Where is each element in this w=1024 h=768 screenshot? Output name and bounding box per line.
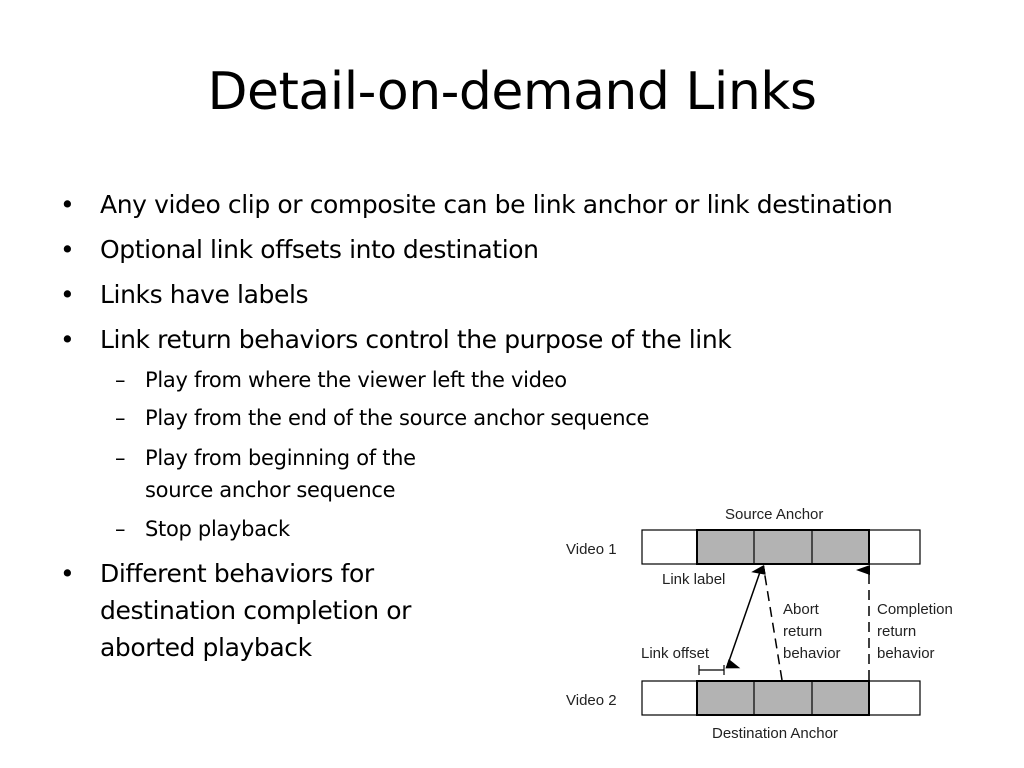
source-anchor-segment	[696, 529, 870, 565]
link-offset-label: Link offset	[641, 645, 710, 662]
slide-title: Detail-on-demand Links	[207, 62, 817, 122]
sub-bullet-text: Play from where the viewer left the vide…	[145, 368, 567, 392]
bullet-text: Link return behaviors control the purpos…	[100, 325, 732, 354]
sub-bullet-text: Stop playback	[145, 517, 290, 541]
sub-bullet-dash: –	[115, 368, 126, 392]
bullet-text: Different behaviors for	[100, 559, 374, 588]
bullet-text: Links have labels	[100, 280, 309, 309]
abort-label-3: behavior	[783, 645, 841, 662]
link-label-text: Link label	[662, 571, 725, 588]
destination-anchor-segment	[696, 680, 870, 716]
bullet-dot: •	[60, 280, 75, 309]
sub-bullet-text: Play from the end of the source anchor s…	[145, 406, 650, 430]
link-arrow	[725, 571, 761, 669]
link-offset-bracket	[698, 665, 725, 675]
abort-label-1: Abort	[783, 601, 820, 618]
bullet-text: aborted playback	[100, 633, 312, 662]
destination-anchor-label: Destination Anchor	[712, 725, 838, 742]
sub-bullet-text: source anchor sequence	[145, 478, 396, 502]
sub-bullet-dash: –	[115, 517, 126, 541]
sub-bullet-dash: –	[115, 406, 126, 430]
video1-label: Video 1	[566, 541, 617, 558]
bullet-text: destination completion or	[100, 596, 412, 625]
bullet-text: Any video clip or composite can be link …	[100, 190, 893, 219]
video2-label: Video 2	[566, 692, 617, 709]
completion-label-1: Completion	[877, 601, 953, 618]
video2-track	[641, 680, 921, 716]
sub-bullet-dash: –	[115, 446, 126, 470]
abort-return-arrow	[751, 564, 783, 681]
bullet-dot: •	[60, 325, 75, 354]
completion-label-2: return	[877, 623, 916, 640]
sub-bullet-text: Play from beginning of the	[145, 446, 416, 470]
video1-track	[641, 529, 921, 565]
bullet-dot: •	[60, 235, 75, 264]
bullet-text: Optional link offsets into destination	[100, 235, 539, 264]
bullet-dot: •	[60, 190, 75, 219]
completion-label-3: behavior	[877, 645, 935, 662]
source-anchor-label: Source Anchor	[725, 506, 823, 523]
abort-label-2: return	[783, 623, 822, 640]
bullet-dot: •	[60, 559, 75, 588]
